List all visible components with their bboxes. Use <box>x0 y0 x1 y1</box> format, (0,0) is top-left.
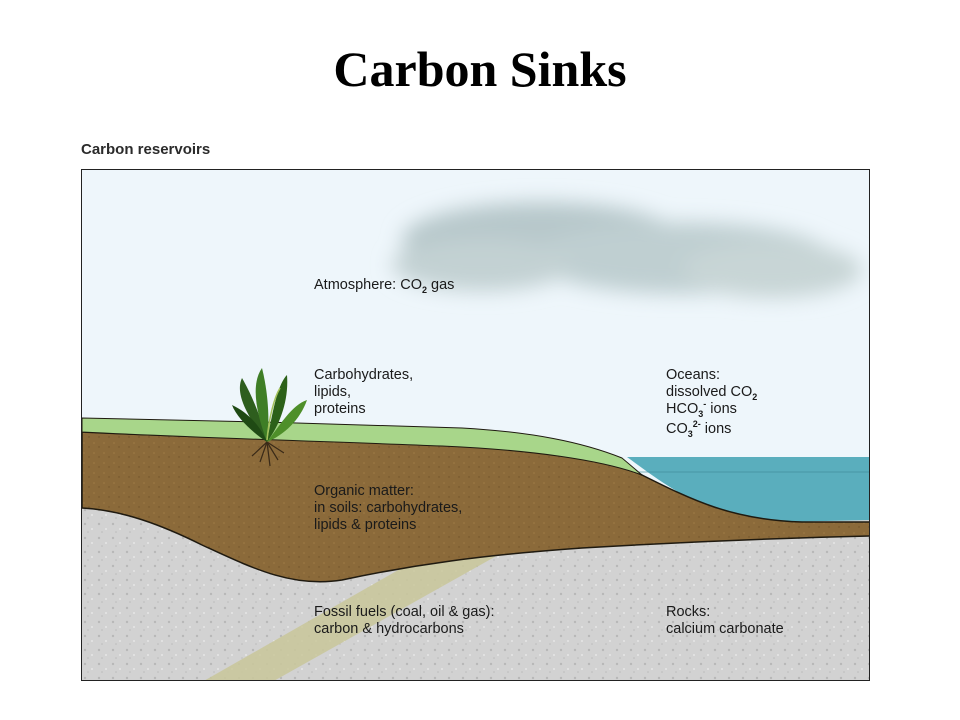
soil-organic-matter-label: Organic matter: in soils: carbohydrates,… <box>314 483 462 534</box>
figure-caption: Carbon reservoirs <box>81 141 211 158</box>
biomass-line-2: lipids, <box>314 384 352 400</box>
seaweed-plant-icon <box>232 368 307 467</box>
soil-line-1: Organic matter: <box>314 483 414 499</box>
fossil-fuel-seam <box>205 545 507 680</box>
biomass-label: Carbohydrates, lipids, proteins <box>314 367 413 418</box>
rocks-line-1: Rocks: <box>666 604 711 620</box>
oceans-label: Oceans: dissolved CO2 HCO3- ions CO32- i… <box>666 367 758 439</box>
slide-title: Carbon Sinks <box>333 41 627 97</box>
fossil-line-1: Fossil fuels (coal, oil & gas): <box>314 604 495 620</box>
biomass-line-1: Carbohydrates, <box>314 367 414 383</box>
atmosphere-label: Atmosphere: CO2 gas <box>314 277 455 295</box>
oceans-line-2: dissolved CO2 <box>666 384 758 402</box>
grass-strip <box>82 417 643 476</box>
fossil-line-2: carbon & hydrocarbons <box>314 621 464 637</box>
soil-line-3: lipids & proteins <box>314 517 417 533</box>
oceans-line-4: CO32- ions <box>666 419 732 439</box>
rocks-line-2: calcium carbonate <box>666 621 784 637</box>
ocean <box>627 457 869 522</box>
rocks-label: Rocks: calcium carbonate <box>666 604 784 638</box>
carbon-reservoirs-diagram: Atmosphere: CO2 gas Carbohydrates, lipid… <box>81 169 870 681</box>
diagram-illustration <box>82 170 869 680</box>
cloud-icon <box>392 202 862 298</box>
oceans-line-3: HCO3- ions <box>666 399 737 419</box>
soil-line-2: in soils: carbohydrates, <box>314 500 463 516</box>
oceans-line-1: Oceans: <box>666 367 720 383</box>
biomass-line-3: proteins <box>314 401 366 417</box>
fossil-fuels-label: Fossil fuels (coal, oil & gas): carbon &… <box>314 604 495 638</box>
